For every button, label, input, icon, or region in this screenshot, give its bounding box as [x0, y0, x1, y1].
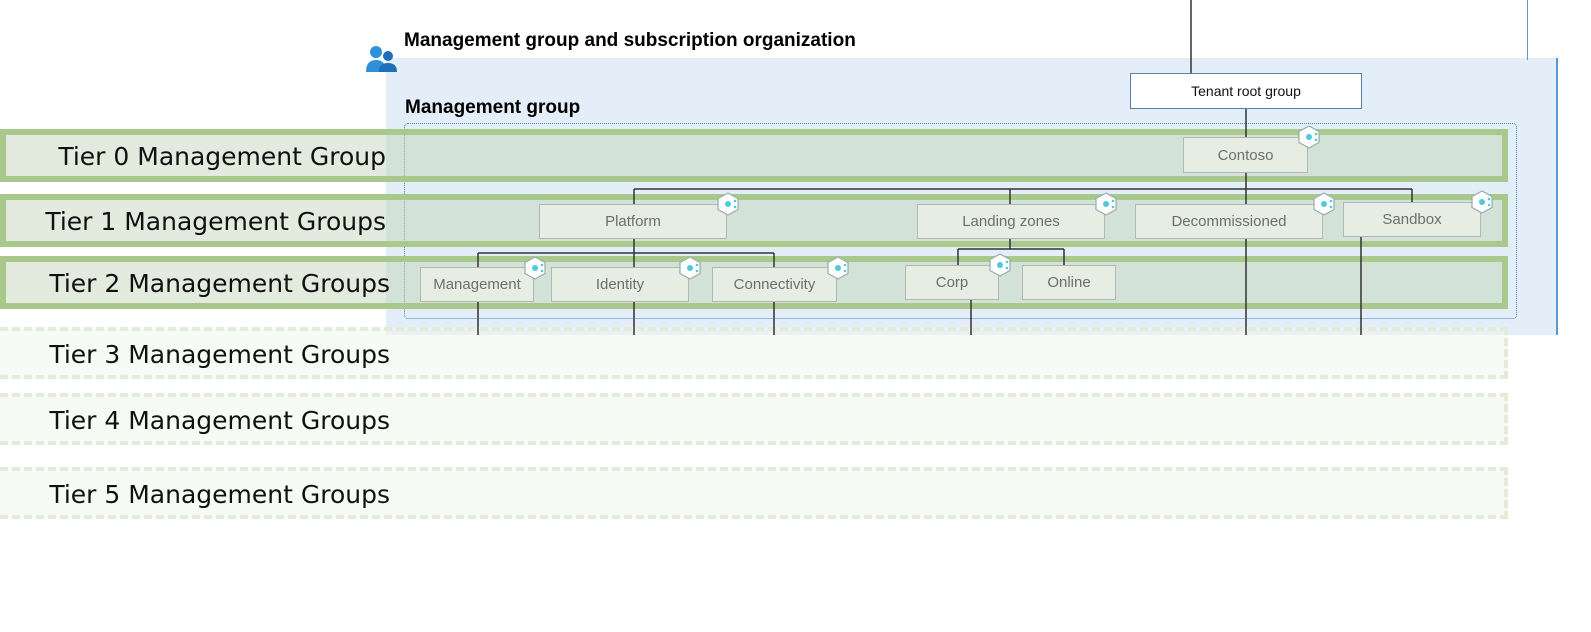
tier-1-label: Tier 1 Management Groups: [45, 206, 386, 236]
tier-2-label: Tier 2 Management Groups: [49, 268, 390, 298]
users-group-icon: [366, 44, 398, 72]
management-node[interactable]: Management: [420, 267, 534, 302]
contoso-node[interactable]: Contoso: [1183, 137, 1308, 173]
tier-5-band: [0, 467, 1508, 519]
corp-node[interactable]: Corp: [905, 265, 999, 300]
tier-5-label: Tier 5 Management Groups: [49, 479, 390, 509]
identity-node[interactable]: Identity: [551, 267, 689, 302]
tenant-root-group-node[interactable]: Tenant root group: [1130, 73, 1362, 109]
online-node[interactable]: Online: [1022, 265, 1116, 300]
management-group-label: Management group: [405, 97, 581, 118]
sandbox-node[interactable]: Sandbox: [1343, 202, 1481, 237]
connectivity-node[interactable]: Connectivity: [712, 267, 837, 302]
page-title: Management group and subscription organi…: [404, 30, 856, 51]
landing-zones-mg-icon: [1095, 192, 1117, 216]
tier-4-label: Tier 4 Management Groups: [49, 405, 390, 435]
platform-mg-icon: [717, 192, 739, 216]
identity-mg-icon: [679, 256, 701, 280]
management-mg-icon: [524, 256, 546, 280]
decommissioned-mg-icon: [1313, 192, 1335, 216]
tier-0-label: Tier 0 Management Group: [58, 141, 386, 171]
corp-mg-icon: [989, 253, 1011, 277]
platform-node[interactable]: Platform: [539, 204, 727, 239]
tier-4-band: [0, 393, 1508, 445]
management-group-frame: [404, 123, 1517, 319]
connectivity-mg-icon: [827, 256, 849, 280]
decommissioned-node[interactable]: Decommissioned: [1135, 204, 1323, 239]
sandbox-mg-icon: [1471, 190, 1493, 214]
contoso-mg-icon: [1298, 125, 1320, 149]
landing-zones-node[interactable]: Landing zones: [917, 204, 1105, 239]
tier-3-band: [0, 327, 1508, 379]
right-border-line: [1527, 0, 1528, 60]
tier-3-label: Tier 3 Management Groups: [49, 339, 390, 369]
